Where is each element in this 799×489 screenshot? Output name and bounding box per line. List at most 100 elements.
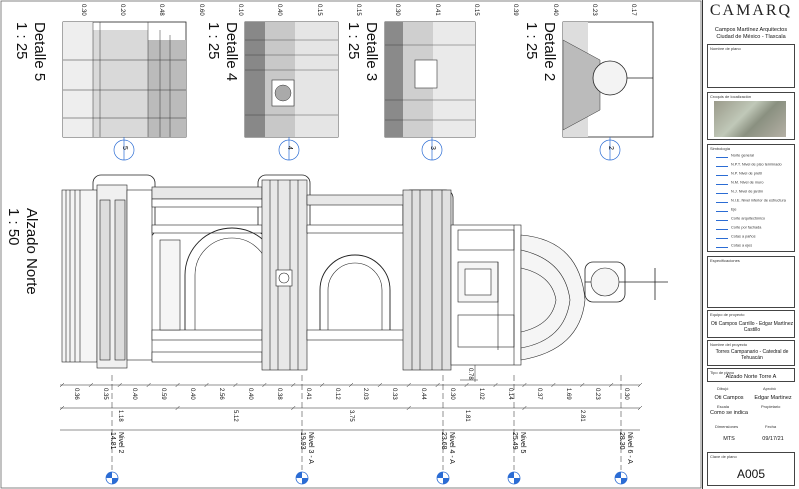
dimension-tick — [637, 382, 643, 388]
detail-5-bubble-label[interactable]: 5 — [121, 146, 128, 150]
detail-dimension-label: 0.60 — [197, 4, 204, 16]
dimension-label: 0.35 — [102, 388, 109, 400]
dimension-label: 0.23 — [593, 388, 600, 400]
detail-dimension-label: 0.17 — [630, 4, 637, 16]
plan-name-box: Nombre de plano — [707, 44, 795, 88]
detail-dimension-label: 0.40 — [276, 4, 283, 16]
drew-approved-box: Dibujó Aprobó Oti Campos Edgar Martinez … — [707, 384, 795, 416]
dimension-tick — [291, 405, 296, 411]
legend-symbol-icon — [716, 171, 728, 176]
dimension-label: 2.03 — [362, 388, 369, 400]
detail-dimension-label: 0.41 — [433, 4, 440, 16]
legend-item: N.I.E. Nivel inferior de estructura — [716, 198, 786, 203]
location-box: Croquis de localización — [707, 92, 795, 140]
detail-4-bubble-label[interactable]: 4 — [286, 146, 293, 150]
legend-item: N.J. Nivel de jardín — [716, 189, 763, 194]
dimension-label: 0.14 — [506, 388, 513, 400]
dimension-total-label: 3.75 — [348, 410, 354, 422]
dimension-label: 0.40 — [131, 388, 138, 400]
detail-dimension-label: 0.20 — [119, 4, 125, 16]
dimension-label: 0.30 — [622, 388, 629, 400]
dims-date-box: Dimensiones Fecha MTS 09/17/21 — [707, 422, 795, 448]
dimension-tick — [406, 382, 411, 388]
level-target-icon — [507, 471, 521, 485]
legend-symbol-icon — [716, 243, 728, 248]
dimension-tick — [608, 382, 614, 388]
dimension-tick — [117, 382, 122, 388]
specs-box: Especificaciones — [707, 256, 795, 308]
dimension-total-label: 1.81 — [463, 410, 470, 422]
legend-item: Cotas a ejes — [716, 243, 752, 248]
detail-2-view — [562, 21, 654, 138]
level-target-icon — [436, 471, 450, 485]
project-name-box: Nombre del proyecto Torres Campanario - … — [707, 340, 795, 366]
dimension-tick — [493, 382, 498, 388]
detail-dimension-label: 0.30 — [79, 4, 86, 16]
dimension-tick — [262, 382, 267, 388]
level-target-icon — [105, 471, 119, 485]
detail-dimension-label: 0.10 — [237, 4, 243, 16]
legend-symbol-icon — [716, 207, 728, 212]
firm-line-2: Ciudad de México - Tlaxcala — [716, 34, 786, 40]
dimension-tick — [348, 382, 354, 388]
dimension-label: 0.41 — [304, 388, 311, 400]
dimension-tick — [551, 382, 556, 388]
dimension-tick — [204, 382, 209, 388]
dimension-tick — [59, 405, 65, 411]
project-team: Oti Campos Carrillo - Edgar Martínez Cas… — [710, 321, 794, 333]
dimension-tick — [464, 382, 469, 388]
dimension-tick — [406, 405, 411, 411]
project-team-box: Equipo de proyecto Oti Campos Carrillo -… — [707, 310, 795, 338]
dimension-tick — [175, 382, 180, 388]
dimension-label: 0.44 — [420, 388, 427, 400]
dimension-label: 0.37 — [535, 388, 542, 400]
dimension-tick — [522, 382, 527, 388]
dimension-tick — [319, 382, 325, 388]
approved-value: Edgar Martinez — [754, 395, 792, 401]
scale-value: Como se indica — [710, 410, 748, 416]
dimension-label: 1.02 — [478, 388, 485, 400]
dimension-label: 0.40 — [246, 388, 253, 400]
legend-item: Norte general — [716, 153, 754, 158]
legend-item: Corte por fachada — [716, 225, 761, 230]
dimension-total-label: 2.81 — [579, 410, 586, 422]
dimension-tick — [233, 382, 238, 388]
legend-symbol-icon — [716, 189, 728, 194]
legend-symbol-icon — [716, 162, 728, 167]
dimension-label: 0.12 — [333, 388, 340, 400]
dimension-total-label: 1.18 — [116, 410, 123, 422]
title-block: CAMARQ Campos Martínez Arquitectos Ciuda… — [702, 0, 799, 489]
dimension-tick — [377, 382, 383, 388]
detail-dimension-label: 0.39 — [512, 4, 519, 16]
detail-3-bubble-label[interactable]: 3 — [429, 146, 436, 150]
dimension-label: 0.33 — [391, 388, 398, 400]
dimension-total-label: 5.12 — [232, 410, 239, 422]
plan-type: Alzado Norte Torre A — [725, 374, 777, 380]
date-value: 09/17/21 — [762, 436, 784, 442]
dimension-tick — [522, 405, 527, 411]
dimension-tick — [146, 382, 151, 388]
level-target-icon — [614, 471, 628, 485]
dimension-tick — [291, 382, 296, 388]
detail-4-view — [244, 21, 339, 138]
detail-5-view — [62, 21, 187, 138]
dimension-tick — [435, 382, 440, 388]
legend-item: Corte arquitectónico — [716, 216, 765, 221]
detail-dimension-label: 0.15 — [355, 4, 361, 16]
legend-symbol-icon — [716, 234, 728, 239]
dimension-tick — [59, 382, 65, 388]
dimension-label: 0.30 — [449, 388, 456, 400]
legend-symbol-icon — [716, 153, 728, 158]
detail-2-bubble-label[interactable]: 2 — [607, 146, 614, 150]
dimension-label: 0.38 — [275, 388, 282, 400]
dimension-label: 0.36 — [73, 388, 80, 400]
elevation-drawing — [0, 0, 702, 489]
detail-dimension-label: 0.15 — [473, 4, 479, 16]
